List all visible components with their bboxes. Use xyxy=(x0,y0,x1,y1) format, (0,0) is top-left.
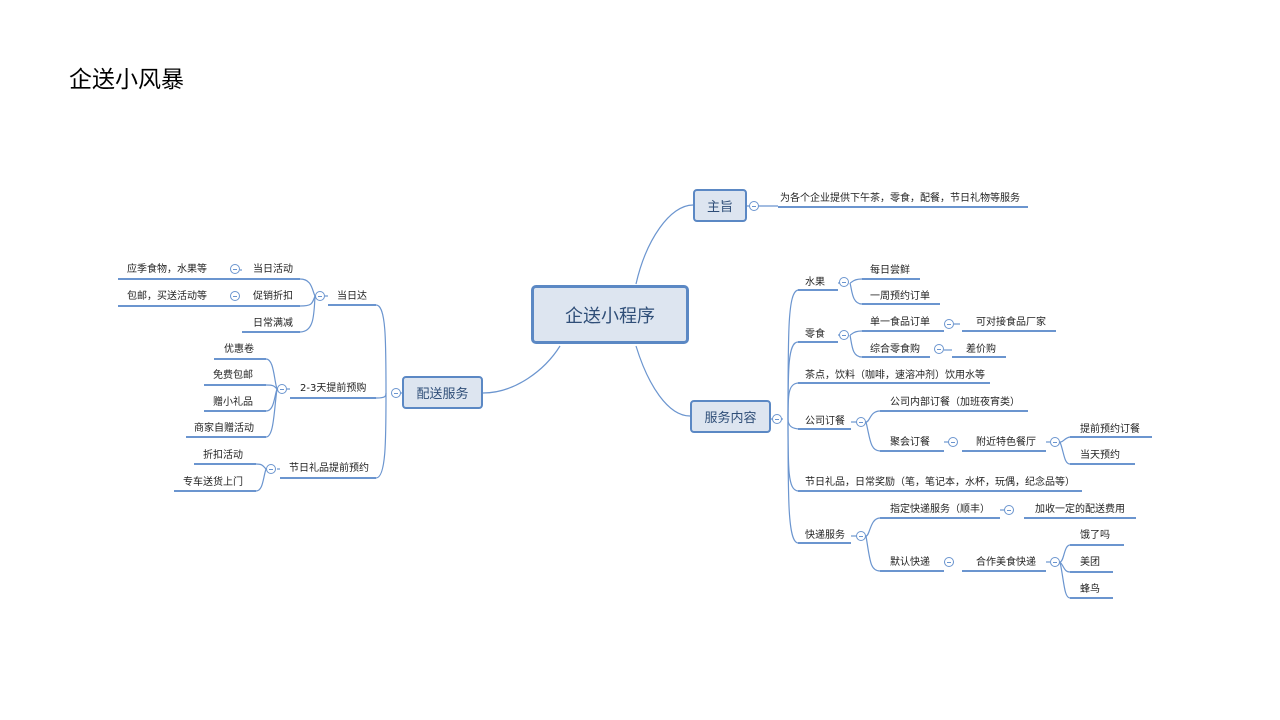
topic-fuwu[interactable]: 服务内容 xyxy=(690,400,771,433)
node-zhuzhi-desc[interactable]: 为各个企业提供下午茶，零食，配餐，节日礼物等服务 xyxy=(780,193,1020,204)
node-dangtian[interactable]: 当天预约 xyxy=(1080,450,1120,461)
central-topic[interactable]: 企送小程序 xyxy=(531,285,689,344)
collapse-icon[interactable] xyxy=(277,384,287,394)
node-meiri[interactable]: 每日尝鲜 xyxy=(870,265,910,276)
collapse-icon[interactable] xyxy=(948,437,958,447)
collapse-icon[interactable] xyxy=(772,414,782,424)
collapse-icon[interactable] xyxy=(1050,437,1060,447)
collapse-icon[interactable] xyxy=(391,388,401,398)
collapse-icon[interactable] xyxy=(856,417,866,427)
node-baoyou[interactable]: 包邮，买送活动等 xyxy=(127,291,207,302)
node-fujin[interactable]: 附近特色餐厅 xyxy=(976,437,1036,448)
node-hezuo[interactable]: 合作美食快递 xyxy=(976,557,1036,568)
node-kedui[interactable]: 可对接食品厂家 xyxy=(976,317,1046,328)
node-mianfei[interactable]: 免费包邮 xyxy=(213,370,253,381)
collapse-icon[interactable] xyxy=(315,291,325,301)
page-title: 企送小风暴 xyxy=(69,67,184,93)
node-yingji[interactable]: 应季食物，水果等 xyxy=(127,264,207,275)
node-chadian[interactable]: 茶点，饮料（咖啡，速溶冲剂）饮用水等 xyxy=(805,370,985,381)
node-richang[interactable]: 日常满减 xyxy=(253,318,293,329)
collapse-icon[interactable] xyxy=(749,201,759,211)
node-neibu[interactable]: 公司内部订餐（加班夜宵类） xyxy=(890,397,1020,408)
node-meituan[interactable]: 美团 xyxy=(1080,557,1100,568)
node-zeng[interactable]: 赠小礼品 xyxy=(213,397,253,408)
node-jiashou[interactable]: 加收一定的配送费用 xyxy=(1035,504,1125,515)
node-kuaidi[interactable]: 快递服务 xyxy=(805,530,845,541)
node-youhui[interactable]: 优惠卷 xyxy=(224,344,254,355)
node-zonghe[interactable]: 综合零食购 xyxy=(870,344,920,355)
collapse-icon[interactable] xyxy=(1004,505,1014,515)
node-dangrida[interactable]: 当日达 xyxy=(337,291,367,302)
node-shuiguo[interactable]: 水果 xyxy=(805,277,825,288)
node-chajia[interactable]: 差价购 xyxy=(966,344,996,355)
node-zhuanche[interactable]: 专车送货上门 xyxy=(183,477,243,488)
node-jieri[interactable]: 节日礼品，日常奖励（笔，笔记本，水杯，玩偶，纪念品等） xyxy=(805,477,1075,488)
node-juhui[interactable]: 聚会订餐 xyxy=(890,437,930,448)
collapse-icon[interactable] xyxy=(839,277,849,287)
collapse-icon[interactable] xyxy=(839,330,849,340)
collapse-icon[interactable] xyxy=(266,464,276,474)
collapse-icon[interactable] xyxy=(944,319,954,329)
node-zhekou[interactable]: 折扣活动 xyxy=(203,450,243,461)
node-yizhou[interactable]: 一周预约订单 xyxy=(870,291,930,302)
collapse-icon[interactable] xyxy=(856,531,866,541)
node-zhiding[interactable]: 指定快递服务（顺丰） xyxy=(890,504,990,515)
node-dangrihuodong[interactable]: 当日活动 xyxy=(253,264,293,275)
node-danyi[interactable]: 单一食品订单 xyxy=(870,317,930,328)
node-jieriyugou[interactable]: 节日礼品提前预约 xyxy=(289,463,369,474)
node-tiqian23[interactable]: 2-3天提前预购 xyxy=(300,383,367,394)
collapse-icon[interactable] xyxy=(944,557,954,567)
node-fengniao[interactable]: 蜂鸟 xyxy=(1080,584,1100,595)
node-shangjia[interactable]: 商家自赠活动 xyxy=(194,423,254,434)
collapse-icon[interactable] xyxy=(934,344,944,354)
collapse-icon[interactable] xyxy=(230,291,240,301)
topic-peisong[interactable]: 配送服务 xyxy=(402,376,483,409)
node-ele[interactable]: 饿了吗 xyxy=(1080,530,1110,541)
collapse-icon[interactable] xyxy=(230,264,240,274)
collapse-icon[interactable] xyxy=(1050,557,1060,567)
node-lingshi[interactable]: 零食 xyxy=(805,329,825,340)
node-moren[interactable]: 默认快递 xyxy=(890,557,930,568)
node-tiqian[interactable]: 提前预约订餐 xyxy=(1080,424,1140,435)
node-gongsi[interactable]: 公司订餐 xyxy=(805,416,845,427)
topic-zhuzhi[interactable]: 主旨 xyxy=(693,189,747,222)
node-cuxiao[interactable]: 促销折扣 xyxy=(253,291,293,302)
